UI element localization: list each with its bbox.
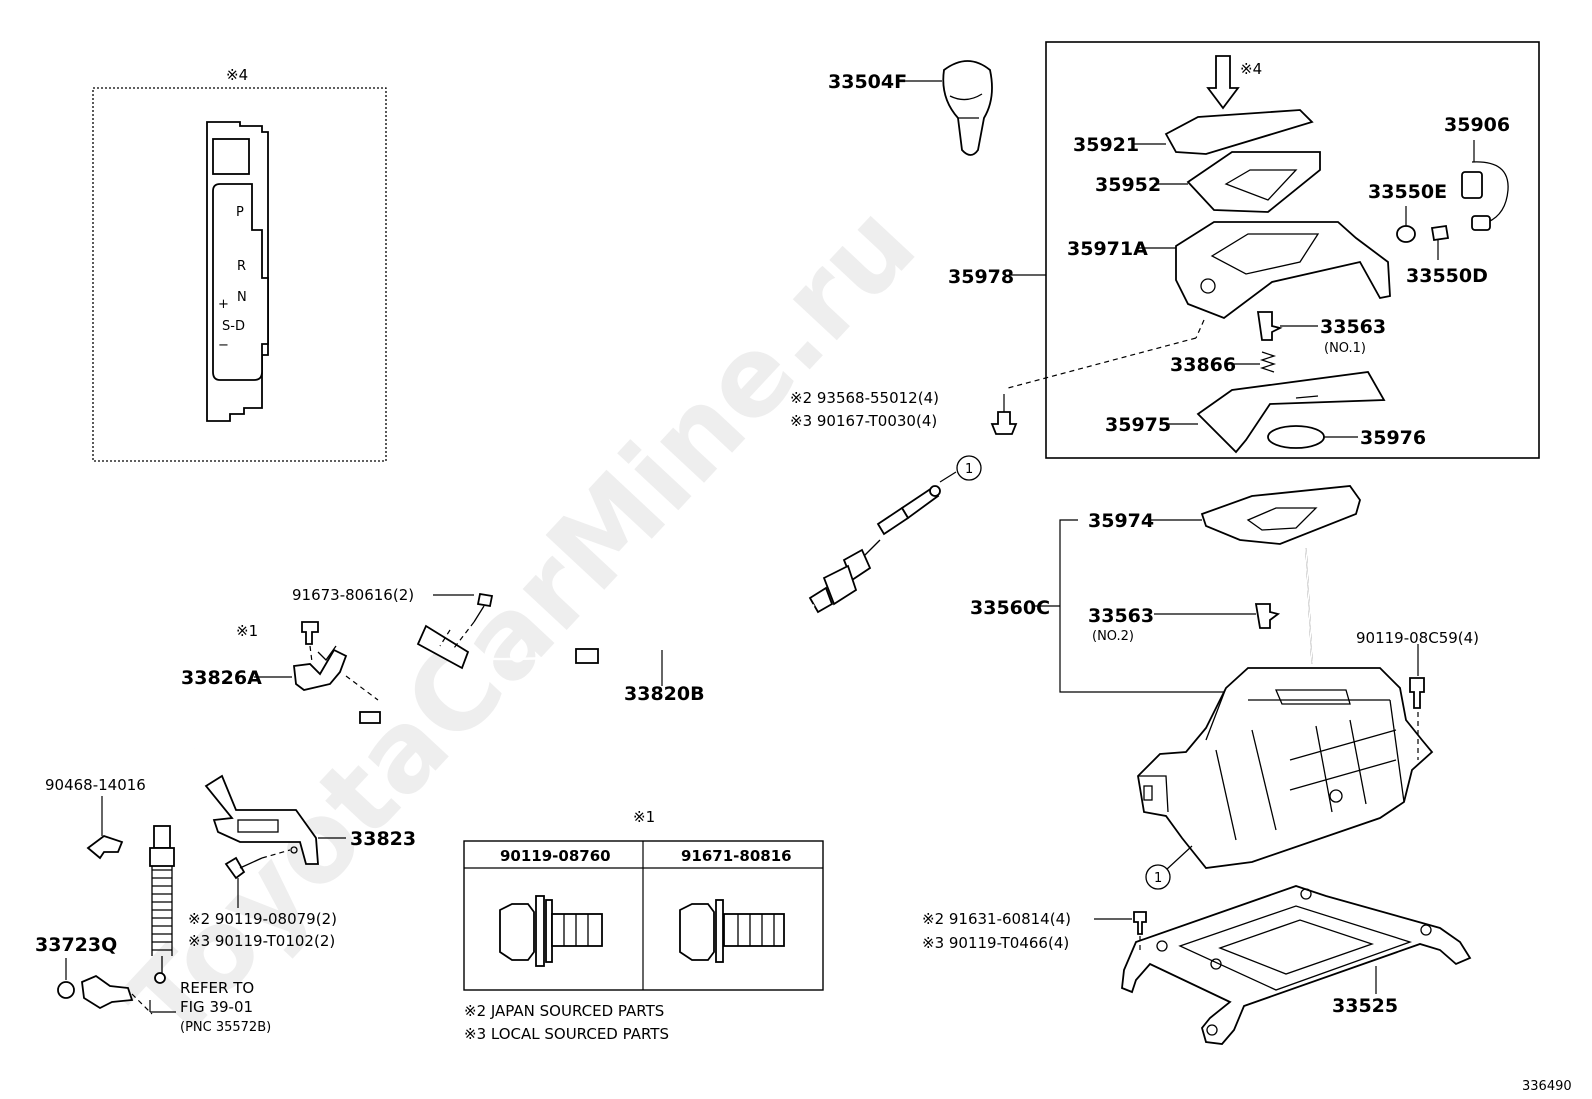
label-bolt-h: ※3 90119-T0466(4)	[922, 934, 1069, 952]
label-90468: 90468-14016	[45, 776, 146, 794]
label-35971A: 35971A	[1067, 238, 1148, 260]
refer-3: (PNC 35572B)	[180, 1020, 271, 1035]
label-33823: 33823	[350, 828, 416, 850]
clip-33826A: ※1 33826A	[181, 621, 379, 701]
callout-lower-num: 1	[1154, 871, 1162, 886]
label-33560C: 33560C	[970, 597, 1050, 619]
label-35952: 35952	[1095, 174, 1161, 196]
label-screw-a: ※2 93568-55012(4)	[790, 389, 939, 407]
refer-1: REFER TO	[180, 979, 254, 997]
refer-2: FIG 39-01	[180, 998, 253, 1016]
label-no2: (NO.2)	[1092, 629, 1134, 644]
label-bolt-f: ※3 90119-T0102(2)	[188, 932, 335, 950]
upper-note: ※4	[1240, 60, 1262, 78]
inset-note: ※4	[226, 66, 248, 84]
table-col2: 91671-80816	[681, 847, 792, 865]
pos-n: N	[237, 290, 247, 305]
label-33866: 33866	[1170, 354, 1236, 376]
note1-label: ※1	[236, 622, 258, 640]
shift-cable: 33820B	[149, 485, 941, 984]
pos-sd: S-D	[222, 319, 245, 334]
label-bolt-e: ※2 90119-08079(2)	[188, 910, 337, 928]
label-33826A: 33826A	[181, 667, 262, 689]
label-33723Q: 33723Q	[35, 934, 117, 956]
table-note: ※1	[633, 808, 655, 826]
screw-93568: ※2 93568-55012(4) ※3 90167-T0030(4)	[790, 319, 1205, 435]
indicator-box: ※4 35921 35952 35971A 35978 35906 33550E…	[948, 41, 1540, 459]
callout-upper-num: 1	[965, 462, 973, 477]
callout-1-upper: 1	[939, 455, 982, 483]
bolt-table: ※1 90119-08760 91671-80816 ※2 JAPAN SOUR…	[463, 808, 824, 1043]
part-33723Q: 33723Q REFER TO FIG 39-01 (PNC 35572B)	[35, 934, 271, 1035]
label-35921: 35921	[1073, 134, 1139, 156]
pos-minus: −	[218, 338, 229, 353]
table-col1: 90119-08760	[500, 847, 611, 865]
label-35978: 35978	[948, 266, 1014, 288]
label-35974: 35974	[1088, 510, 1154, 532]
label-33504F: 33504F	[828, 71, 907, 93]
figure-number: 336490	[1522, 1079, 1572, 1094]
legend-local: ※3 LOCAL SOURCED PARTS	[464, 1025, 669, 1043]
label-35976: 35976	[1360, 427, 1426, 449]
pos-r: R	[237, 259, 246, 274]
shift-lever-assembly: 35974 33563 (NO.2) 33560C 90119-08C59(4)…	[970, 485, 1479, 890]
label-screw-b: ※3 90167-T0030(4)	[790, 412, 937, 430]
label-33563-no1: 33563	[1320, 316, 1386, 338]
label-bolt-c: 90119-08C59(4)	[1356, 629, 1479, 647]
pos-plus: +	[218, 297, 229, 312]
label-bolt-g: ※2 91631-60814(4)	[922, 910, 1071, 928]
label-33820B: 33820B	[624, 683, 705, 705]
clip-90468: 90468-14016	[45, 776, 146, 860]
base-bracket-33525: ※2 91631-60814(4) ※3 90119-T0466(4) 3352…	[922, 885, 1472, 1045]
label-35975: 35975	[1105, 414, 1171, 436]
label-33563-no2: 33563	[1088, 605, 1154, 627]
label-33525: 33525	[1332, 995, 1398, 1017]
label-33550E: 33550E	[1368, 181, 1447, 203]
shift-knob: 33504F	[828, 60, 993, 156]
legend-japan: ※2 JAPAN SOURCED PARTS	[464, 1002, 664, 1020]
label-35906: 35906	[1444, 114, 1510, 136]
bolt-91673: 91673-80616(2)	[292, 586, 494, 649]
bracket-33823: 33823 ※2 90119-08079(2) ※3 90119-T0102(2…	[188, 774, 416, 950]
label-no1: (NO.1)	[1324, 341, 1366, 356]
label-bolt-d: 91673-80616(2)	[292, 586, 414, 604]
label-33550D: 33550D	[1406, 265, 1488, 287]
pos-p: P	[236, 205, 244, 220]
inset-indicator: ※4 P R N + S-D −	[92, 66, 387, 462]
